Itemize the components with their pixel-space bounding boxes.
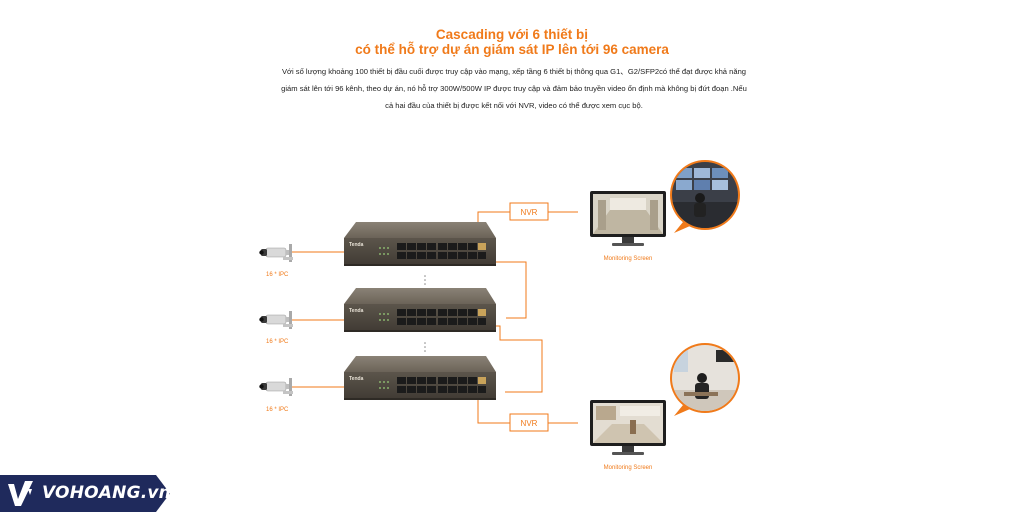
ipc-label-3: 16 * IPC <box>266 407 289 413</box>
ipc-label-1: 16 * IPC <box>266 272 289 278</box>
title-line-2: có thể hỗ trợ dự án giám sát IP lên tới … <box>355 42 669 57</box>
ip-camera-2 <box>258 310 294 330</box>
ip-camera-3 <box>258 377 294 397</box>
description-line-1: Với số lượng khoảng 100 thiết bị đầu cuố… <box>281 67 747 76</box>
nvr-box-1: NVR <box>509 202 549 221</box>
monitor-label-1: Monitoring Screen <box>604 256 653 262</box>
description: Với số lượng khoảng 100 thiết bị đầu cuố… <box>244 63 784 114</box>
nvr-box-2: NVR <box>509 413 549 432</box>
switch-brand-2: Tenda <box>349 308 364 314</box>
control-room-bubble-2 <box>670 343 740 416</box>
monitor-label-2: Monitoring Screen <box>604 465 653 471</box>
connection-lines <box>288 211 578 424</box>
poe-switch-1: Tenda <box>344 222 496 266</box>
monitor-2 <box>590 400 666 455</box>
poe-switch-3: Tenda <box>344 356 496 400</box>
stack-dots <box>424 275 426 352</box>
monitor-1 <box>590 191 666 246</box>
vh-logo-icon <box>8 481 33 506</box>
switch-brand-3: Tenda <box>349 376 364 382</box>
nvr-label-2: NVR <box>521 419 538 428</box>
poe-switch-2: Tenda <box>344 288 496 332</box>
nvr-label-1: NVR <box>521 208 538 217</box>
brand-banner <box>0 475 170 512</box>
description-line-3: cả hai đầu của thiết bị được kết nối với… <box>385 101 643 110</box>
brand-name: VOHOANG.vn <box>42 483 171 503</box>
ip-camera-1 <box>258 243 294 263</box>
title-line-1: Cascading với 6 thiết bị <box>435 27 589 42</box>
description-line-2: giám sát lên tới 96 kênh, theo dự án, nó… <box>281 84 747 93</box>
switch-brand-1: Tenda <box>349 242 364 248</box>
control-room-bubble-1 <box>670 160 740 233</box>
ipc-label-2: 16 * IPC <box>266 339 289 345</box>
